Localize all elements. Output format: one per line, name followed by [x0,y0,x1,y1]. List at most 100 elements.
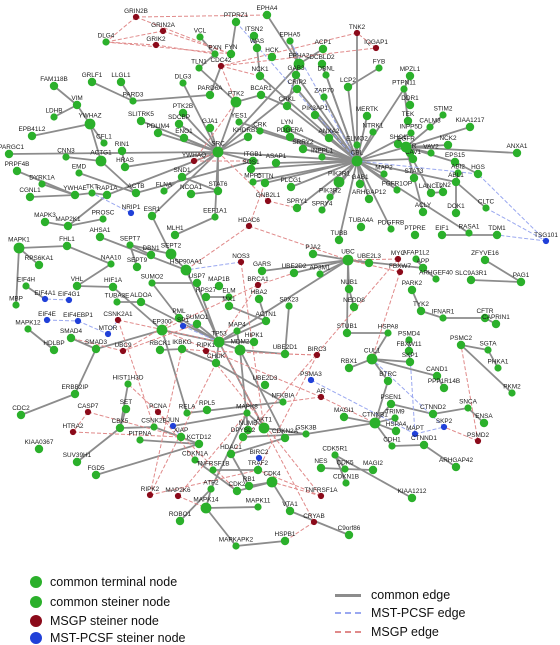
node-marker [342,254,354,266]
msgp-edge [155,44,216,55]
node-shc1: SHC1 [389,134,407,149]
msgp-edge [220,47,377,67]
node-label: ZAP70 [314,87,334,94]
node-label: CDKN1B [333,473,359,480]
node-label: RAP1A [97,185,119,192]
node-marker [324,133,334,143]
node-label: EPHA4 [257,5,278,12]
node-label: CFL1 [96,133,112,140]
node-marker [66,333,76,343]
node-label: KIAA0367 [25,439,54,446]
common-edge [91,81,134,102]
node-tnfrsf1a: TNFRSF1A [304,487,338,500]
common-edge [182,82,219,153]
common-edge [151,151,219,217]
common-edge [432,407,469,415]
node-marker [391,426,401,436]
node-label: PSMD4 [398,330,420,337]
node-csnk2a1: CSNK2A1 [103,311,133,324]
node-marker [88,189,96,197]
node-marker [24,325,32,333]
mst-pcsf-edge [310,379,416,435]
node-marker [408,154,418,164]
node-label: HRAS [116,157,134,164]
node-marker [308,249,318,259]
common-edge [89,123,102,162]
node-label: PARK2 [402,280,423,287]
node-was: WAS [250,38,264,53]
node-pik3ap1: PIK3AP1 [302,105,328,120]
node-dyrk1a: DYRK1A [29,174,56,188]
node-ptpn11: PTPN11 [392,79,416,93]
node-marker [136,297,146,307]
node-label: PTPN11 [392,79,416,86]
node-label: DCBLD2 [309,54,335,61]
node-label: HSP90AA1 [170,259,203,266]
node-marker [364,258,374,268]
common-edge [347,259,424,269]
node-marker [369,417,381,429]
node-fbxw11: FBXW11 [396,341,422,356]
node-label: TRAF2 [248,460,269,467]
node-label: MAPK11 [246,497,271,504]
common-edge [198,67,237,103]
node-marker [451,462,461,472]
node-label: SUMO1 [186,314,209,321]
node-marker [249,178,257,186]
node-dok1: DOK1 [447,203,465,218]
node-abi2: ABI2 [451,163,465,177]
node-gars: GARS [253,261,271,276]
node-marker [372,44,380,52]
node-marker [416,306,426,316]
node-dpysl2: DPYSL2 [231,427,256,442]
node-label: INPPL1 [311,147,333,154]
node-eps15: EPS15 [445,152,465,167]
node-marker [426,123,434,131]
node-label: HIPK1 [245,332,264,339]
node-marker [369,128,377,136]
common-edge [217,136,249,153]
node-label: EIF4E [38,311,56,318]
node-label: MAPKAPK2 [219,536,254,543]
node-label: CDK4 [263,471,280,478]
node-marker [126,241,134,249]
node-label: UBC9 [114,342,131,349]
node-sumo1: SUMO1 [186,314,209,329]
node-label: SLITRK5 [128,111,154,118]
common-edge [100,160,137,194]
node-marker [310,110,320,120]
node-cbx5: CBX5 [112,418,129,433]
node-label: ACTB [127,183,144,190]
common-edge [135,160,254,194]
node-label: YWHAQ [182,152,206,159]
node-marker [192,278,202,288]
node-label: TNFRSF1A [304,487,338,494]
node-marker [177,344,187,354]
node-marker [74,317,82,325]
node-map2: MAP2 [375,164,393,178]
node-marker [27,131,37,141]
msgp-edge [117,319,155,428]
node-marker [260,380,270,390]
node-hif1a: HIF1A [104,277,123,292]
node-label: HIF1A [104,277,123,284]
node-label: ROBO1 [169,511,192,518]
common-edge [16,170,76,196]
node-tyk2: TYK2 [413,301,429,316]
node-label: HSPA4 [386,421,407,428]
common-edge [217,101,237,153]
node-ctnnb1: CTNNB1 [362,412,388,429]
node-ubc: UBC [341,249,355,266]
node-marker [200,502,212,514]
node-khdrbs1: KHDRBS1 [233,127,264,142]
common-edge [161,329,188,414]
node-marker [289,268,299,278]
node-label: PAG1 [513,272,530,279]
node-marker [492,230,502,240]
node-marker [102,38,110,46]
node-marker [418,207,428,217]
common-edge [347,67,380,88]
node-label: SKP2 [436,418,453,425]
node-marker [404,346,414,356]
node-marker [356,222,366,232]
